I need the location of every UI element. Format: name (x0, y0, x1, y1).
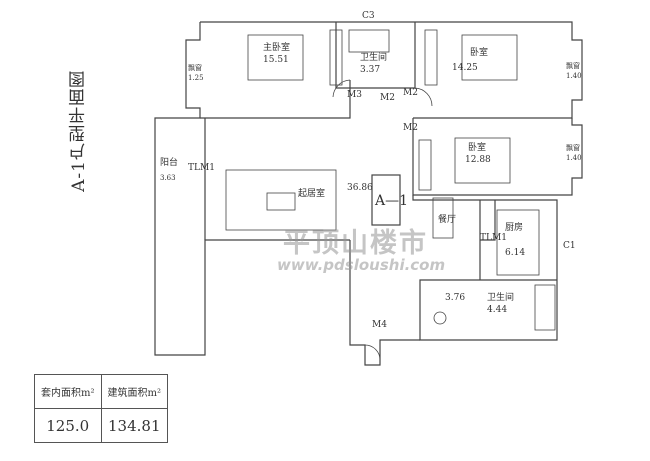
sink (433, 311, 447, 325)
bay-window-label: 飘窗 (566, 143, 580, 152)
room-name: 卧室 (468, 141, 486, 153)
label-c3: C3 (362, 11, 375, 21)
room-name: 餐厅 (438, 213, 456, 225)
watermark-logo: 平顶山楼市 (283, 228, 428, 259)
wardrobe (424, 29, 438, 86)
bay-window-area: 1.40 (566, 154, 582, 162)
room-area: 12.88 (465, 155, 491, 165)
room-name: 主卧室 (263, 41, 290, 53)
room-area: 3.76 (445, 293, 465, 303)
furniture (225, 29, 556, 361)
kitchen-counter (496, 209, 540, 276)
room-name: 阳台 (160, 156, 178, 168)
unit-code: A—1 (374, 193, 408, 209)
label-tlm1: TLM1 (188, 163, 215, 173)
room-area: 14.25 (452, 63, 478, 73)
bay-window-area: 1.25 (188, 74, 204, 82)
label-m2: M2 (380, 93, 395, 103)
room-area: 3.63 (160, 174, 176, 182)
label-m2: M2 (403, 88, 418, 98)
inner-area-header: 套内面积m² (34, 374, 102, 409)
room-name: 厨房 (505, 221, 523, 233)
unit-code-box (371, 174, 401, 226)
label-m2: M2 (403, 123, 418, 133)
built-area-value: 134.81 (100, 408, 168, 443)
label-m4: M4 (372, 320, 387, 330)
inner-area-value: 125.0 (34, 408, 102, 443)
label-c1: C1 (563, 241, 576, 251)
bed-master (247, 34, 304, 81)
dining-table (432, 197, 454, 239)
wardrobe (329, 29, 343, 86)
bay-window-label: 飘窗 (188, 63, 202, 72)
watermark-url: www.pdsloushi.com (277, 256, 446, 274)
label-m3: M3 (347, 90, 362, 100)
bed-right-top (461, 34, 518, 81)
wardrobe (418, 139, 432, 191)
door-swing (364, 344, 381, 361)
room-name: 卧室 (470, 46, 488, 58)
living-rug (225, 169, 337, 231)
room-area: 6.14 (505, 248, 525, 258)
bay-window-area: 1.40 (566, 72, 582, 80)
room-name: 卫生间 (487, 291, 514, 303)
bathtub (348, 29, 390, 53)
room-name: 卫生间 (360, 51, 387, 63)
room-name: 起居室 (298, 187, 325, 199)
walls (154, 21, 583, 366)
area-table: 套内面积m² 建筑面积m² 125.0 134.81 (34, 374, 168, 443)
coffee-table (266, 192, 296, 211)
door-swing (332, 79, 351, 98)
room-area: 4.44 (487, 305, 507, 315)
bed-right (454, 137, 511, 184)
bathtub-bottom (534, 284, 556, 331)
room-area: 15.51 (263, 55, 289, 65)
built-area-header: 建筑面积m² (100, 374, 168, 409)
label-tlm1: TLM1 (480, 233, 507, 243)
door-swing (414, 87, 433, 107)
bay-window-label: 飘窗 (566, 61, 580, 70)
room-area: 3.37 (360, 65, 380, 75)
room-area: 36.86 (347, 183, 373, 193)
